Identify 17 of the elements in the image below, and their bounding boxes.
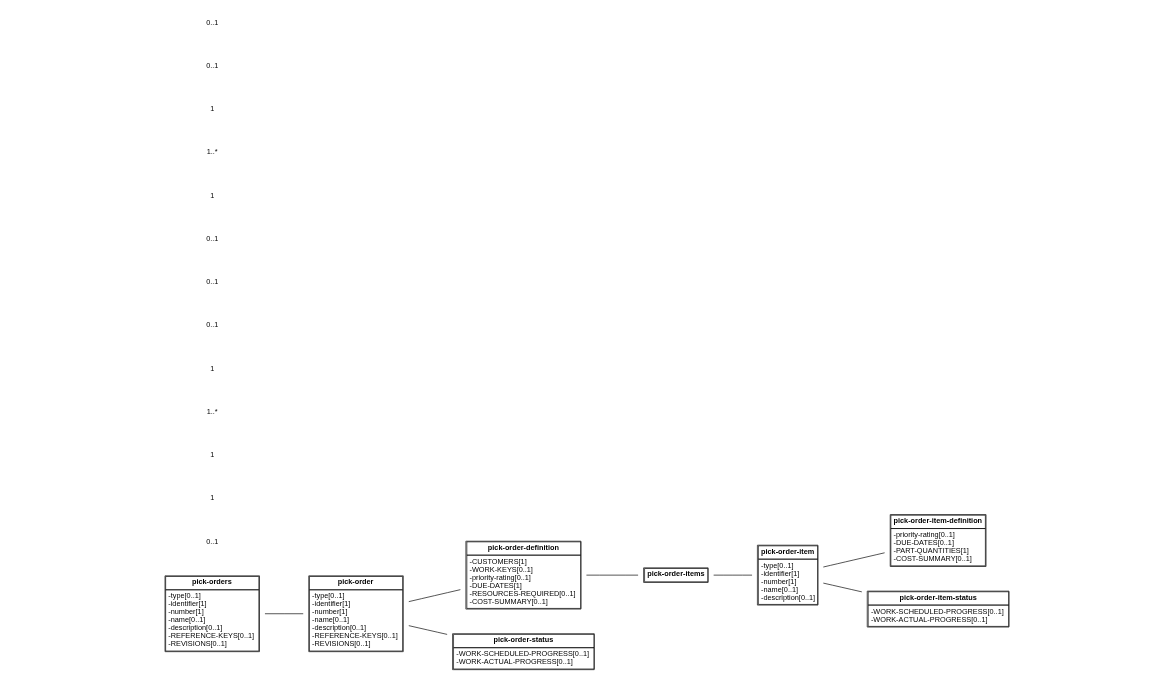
label: 1 <box>209 104 214 114</box>
label: 0..1 <box>205 277 218 287</box>
connector <box>407 589 461 602</box>
connector <box>407 625 447 635</box>
label: 1 <box>209 190 214 200</box>
label: 0..1 <box>205 60 218 70</box>
connector <box>822 582 862 593</box>
connector <box>822 552 885 568</box>
label: 1 <box>209 450 214 460</box>
label: 0..1 <box>205 320 218 330</box>
label: 1..* <box>206 406 218 416</box>
label: 1..* <box>206 147 218 157</box>
label: 0..1 <box>205 17 218 27</box>
label: 1 <box>209 493 214 503</box>
label: 0..1 <box>205 536 218 546</box>
label: 0..1 <box>205 233 218 243</box>
label: 1 <box>209 363 214 373</box>
